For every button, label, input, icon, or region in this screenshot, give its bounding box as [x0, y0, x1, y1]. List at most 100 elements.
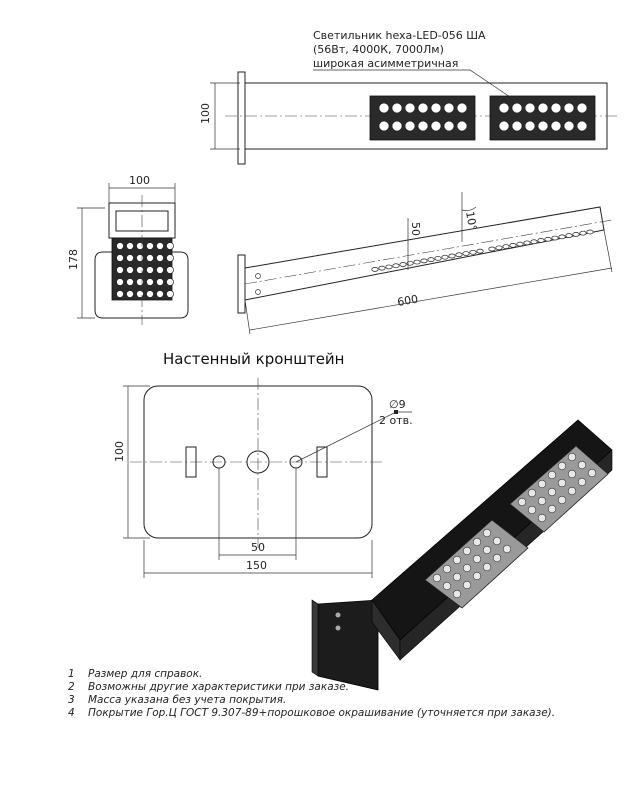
led-lens-icon	[488, 246, 496, 252]
led-lens-icon	[476, 248, 484, 254]
side-view-bracket	[94, 251, 189, 319]
leader-marker	[394, 410, 398, 414]
led-module-2	[489, 95, 596, 141]
led-lens-icon	[551, 235, 559, 241]
front-view-dim-angle: 10°	[463, 210, 479, 231]
wall-bracket-drawing: ∅9 2 отв. 100 50 150	[113, 378, 413, 578]
led-lens-icon	[576, 120, 588, 132]
led-module-1	[369, 95, 476, 141]
led-lens-icon	[136, 278, 144, 286]
led-lens-icon	[166, 242, 174, 250]
top-view-wall-plate	[237, 71, 246, 165]
note-text: Масса указана без учета покрытия.	[88, 694, 287, 706]
led-lens-icon	[462, 563, 472, 573]
led-lens-icon	[462, 580, 472, 590]
led-lens-icon	[434, 256, 442, 261]
led-lens-icon	[126, 254, 134, 262]
led-lens-icon	[378, 265, 386, 271]
led-lens-icon	[136, 254, 144, 262]
led-lens-icon	[116, 266, 124, 274]
led-lens-icon	[448, 253, 456, 259]
render-lenses	[432, 452, 597, 599]
led-lens-icon	[443, 102, 455, 114]
led-lens-icon	[378, 120, 390, 132]
led-lens-icon	[537, 102, 549, 114]
bracket-slot-right	[316, 446, 328, 478]
led-lens-icon	[430, 102, 442, 114]
side-view: 100 178	[67, 174, 189, 325]
led-lens-icon	[417, 102, 429, 114]
led-lens-icon	[116, 278, 124, 286]
led-lens-icon	[126, 290, 134, 298]
led-lens-icon	[472, 537, 482, 547]
led-lens-icon	[442, 581, 452, 591]
bracket-dim-hole-count: 2 отв.	[379, 414, 413, 427]
note-item: 2 Возможны другие характеристики при зака…	[68, 681, 628, 694]
led-lens-icon	[166, 278, 174, 286]
led-lens-icon	[498, 120, 510, 132]
front-dim-length-line	[249, 267, 613, 331]
front-view-lens-row	[371, 229, 594, 272]
note-text: Покрытие Гор.Ц ГОСТ 9.307-89+порошковое …	[88, 707, 556, 719]
bracket-title: Настенный кронштейн	[163, 350, 344, 368]
led-lens-icon	[417, 120, 429, 132]
led-lens-icon	[391, 102, 403, 114]
led-lens-icon	[482, 545, 492, 555]
led-lens-icon	[492, 536, 502, 546]
led-lens-icon	[579, 230, 587, 236]
led-lens-icon	[404, 102, 416, 114]
led-lens-icon	[586, 229, 594, 235]
callout-line-3: широкая асимметричная	[313, 57, 458, 70]
bracket-dim-width: 150	[246, 559, 267, 572]
led-lens-icon	[146, 242, 154, 250]
led-lens-icon	[462, 251, 470, 256]
led-lens-icon	[558, 234, 566, 240]
front-view-body	[244, 206, 605, 301]
led-lens-icon	[492, 553, 502, 563]
led-lens-icon	[523, 240, 531, 246]
front-view-dim-offset: 50	[409, 222, 422, 236]
led-lens-icon	[116, 242, 124, 250]
led-lens-icon	[511, 102, 523, 114]
note-number: 2	[68, 681, 75, 693]
led-lens-icon	[443, 120, 455, 132]
led-lens-icon	[524, 120, 536, 132]
led-lens-icon	[502, 544, 512, 554]
led-lens-icon	[156, 278, 164, 286]
screw-icon	[335, 612, 341, 618]
led-lens-icon	[511, 120, 523, 132]
led-lens-icon	[166, 266, 174, 274]
led-lens-icon	[537, 120, 549, 132]
led-lens-icon	[404, 120, 416, 132]
led-lens-icon	[530, 239, 538, 245]
side-view-dim-width: 100	[129, 174, 150, 187]
screw-icon	[335, 625, 341, 631]
bracket-center-hole	[246, 450, 270, 474]
note-text: Возможны другие характеристики при заказ…	[88, 681, 350, 693]
callout-leader	[313, 69, 523, 106]
led-lens-icon	[136, 266, 144, 274]
led-lens-icon	[452, 555, 462, 565]
led-lens-icon	[547, 470, 557, 480]
led-lens-icon	[565, 233, 573, 238]
led-lens-icon	[116, 254, 124, 262]
led-lens-icon	[557, 461, 567, 471]
led-lens-icon	[516, 241, 524, 247]
led-lens-icon	[563, 102, 575, 114]
led-lens-icon	[126, 242, 134, 250]
led-lens-icon	[413, 259, 421, 265]
led-lens-icon	[557, 495, 567, 505]
front-view: 600 50 10°	[237, 192, 613, 335]
screw-icon	[255, 273, 261, 279]
led-lens-icon	[547, 487, 557, 497]
led-lens-icon	[502, 244, 510, 249]
led-lens-icon	[482, 562, 492, 572]
led-lens-icon	[567, 469, 577, 479]
led-module-1-lenses	[378, 102, 468, 132]
led-lens-icon	[456, 102, 468, 114]
led-lens-icon	[136, 290, 144, 298]
led-lens-icon	[156, 242, 164, 250]
front-view-axis	[244, 219, 613, 285]
